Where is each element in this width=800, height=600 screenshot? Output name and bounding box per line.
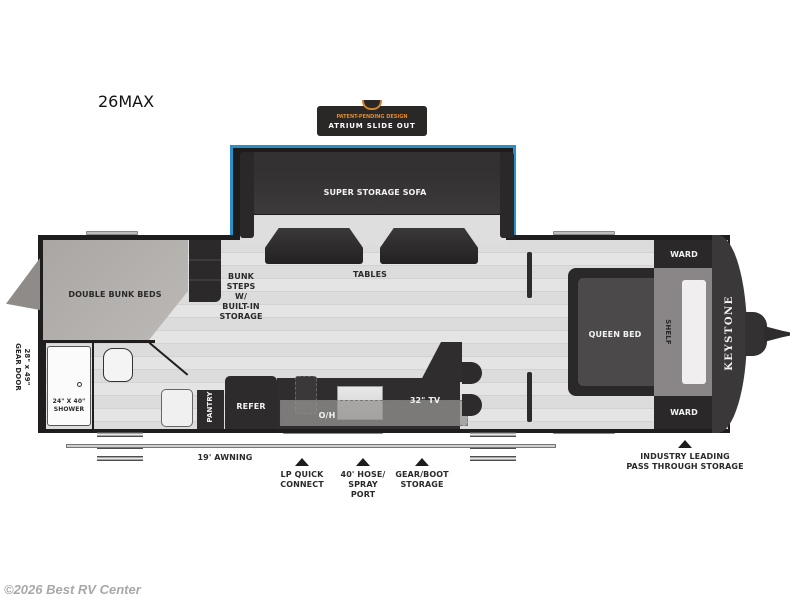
- tv-label: 32" TV: [409, 396, 441, 405]
- bunk-steps-label: BUNK STEPS W/ BUILT-IN STORAGE: [219, 272, 263, 321]
- divider: [527, 252, 532, 298]
- shower: [47, 346, 91, 426]
- badge-line2: ATRIUM SLIDE OUT: [328, 122, 416, 130]
- bunk-wall: [43, 340, 155, 343]
- keystone-logo: KEYSTONE: [724, 295, 735, 371]
- window: [553, 231, 615, 235]
- triangle-pointer-icon: [415, 458, 429, 466]
- refer-label: REFER: [236, 402, 266, 411]
- callout-lp-quick-connect: LP QUICK CONNECT: [272, 458, 332, 490]
- wardrobe-top: [654, 240, 714, 268]
- copyright: ©2026 Best RV Center: [4, 582, 141, 597]
- model-name: 26MAX: [98, 92, 155, 111]
- tables-label: TABLES: [352, 270, 388, 279]
- hitch: [745, 312, 767, 356]
- refrigerator: [225, 376, 277, 429]
- stool: [462, 394, 482, 416]
- badge-notch-icon: [362, 100, 382, 110]
- badge-line1: PATENT-PENDING DESIGN: [336, 114, 408, 120]
- table: [265, 228, 363, 264]
- toilet-icon: [103, 348, 133, 382]
- shelf-label: SHELF: [664, 319, 672, 345]
- queen-bed-label: QUEEN BED: [588, 330, 642, 339]
- queen-bed: [578, 278, 658, 386]
- awning: [66, 444, 556, 448]
- hitch-coupler-icon: [764, 326, 790, 342]
- callout-hose-spray-port: 40' HOSE/ SPRAY PORT: [333, 458, 393, 500]
- bath-sink-icon: [161, 389, 193, 427]
- wardrobe-bottom: [654, 396, 714, 429]
- awning-label: 19' AWNING: [197, 453, 253, 462]
- pantry-label: PANTRY: [206, 391, 214, 423]
- triangle-pointer-icon: [356, 458, 370, 466]
- gear-door: [6, 258, 40, 310]
- bunk-steps: [189, 240, 221, 302]
- bunk-beds-label: DOUBLE BUNK BEDS: [68, 290, 162, 299]
- divider: [527, 372, 532, 422]
- stool: [462, 362, 482, 384]
- shelf-cabinet: [682, 280, 706, 384]
- sofa-arm: [240, 152, 254, 238]
- step-line: [189, 259, 221, 261]
- pantry: [197, 390, 224, 429]
- ward-top-label: WARD: [670, 250, 698, 259]
- drain-icon: [77, 382, 82, 387]
- callout-pass-through-storage: INDUSTRY LEADING PASS THROUGH STORAGE: [620, 440, 750, 472]
- sofa-label: SUPER STORAGE SOFA: [323, 188, 427, 197]
- step-line: [189, 279, 221, 281]
- gear-door-label: 28" x 49" GEAR DOOR: [14, 343, 31, 391]
- triangle-pointer-icon: [295, 458, 309, 466]
- window: [86, 231, 138, 235]
- shower-label: 24" X 40" SHOWER: [52, 398, 86, 413]
- sofa-arm: [500, 152, 514, 238]
- atrium-badge: [317, 106, 427, 136]
- sofa-back: [252, 152, 502, 168]
- ward-bottom-label: WARD: [670, 408, 698, 417]
- overhead-label: O/H: [318, 411, 336, 420]
- shower-wall: [92, 343, 94, 429]
- callout-gear-boot-storage: GEAR/BOOT STORAGE: [390, 458, 454, 490]
- triangle-pointer-icon: [678, 440, 692, 448]
- overhead-cabinet: [280, 400, 468, 426]
- table: [380, 228, 478, 264]
- bath-wall: [43, 343, 46, 429]
